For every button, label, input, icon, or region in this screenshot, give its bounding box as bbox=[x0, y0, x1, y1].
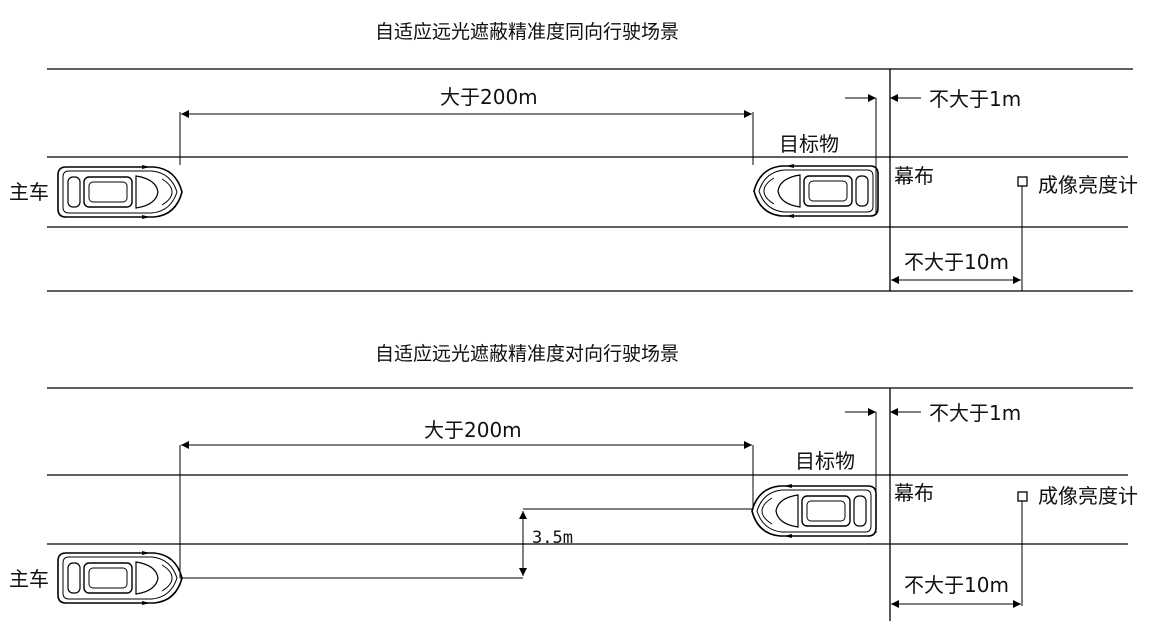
screen-label: 幕布 bbox=[894, 481, 934, 505]
target-screen-gap-label: 不大于1m bbox=[929, 87, 1021, 111]
scenario-title: 自适应远光遮蔽精准度同向行驶场景 bbox=[375, 21, 679, 43]
host-car-label: 主车 bbox=[9, 180, 49, 204]
meter-label: 成像亮度计 bbox=[1038, 173, 1138, 197]
distance-label: 大于200m bbox=[440, 85, 538, 109]
screen-meter-gap-label: 不大于10m bbox=[904, 250, 1009, 274]
target-car bbox=[754, 164, 878, 218]
scenario-title: 自适应远光遮蔽精准度对向行驶场景 bbox=[375, 343, 679, 365]
luminance-meter-icon bbox=[1017, 491, 1028, 502]
host-car-label: 主车 bbox=[9, 567, 49, 591]
target-screen-gap-label: 不大于1m bbox=[929, 401, 1021, 425]
meter-label: 成像亮度计 bbox=[1038, 484, 1138, 508]
distance-label: 大于200m bbox=[424, 418, 522, 442]
lateral-offset-label: 3.5m bbox=[532, 528, 573, 548]
host-car bbox=[57, 550, 183, 606]
target-label: 目标物 bbox=[795, 449, 855, 473]
scenario-same-direction: 自适应远光遮蔽精准度同向行驶场景 幕布 主车 目标物 大于200m 不大于1m … bbox=[9, 21, 1138, 292]
target-label: 目标物 bbox=[779, 132, 839, 156]
screen-meter-gap-label: 不大于10m bbox=[904, 573, 1009, 597]
target-car bbox=[752, 484, 876, 538]
scenario-opposite-direction: 自适应远光遮蔽精准度对向行驶场景 幕布 目标物 主车 大于200m 3.5m 不… bbox=[9, 343, 1138, 621]
luminance-meter-icon bbox=[1017, 176, 1028, 187]
screen-label: 幕布 bbox=[894, 164, 934, 188]
host-car bbox=[57, 164, 183, 220]
